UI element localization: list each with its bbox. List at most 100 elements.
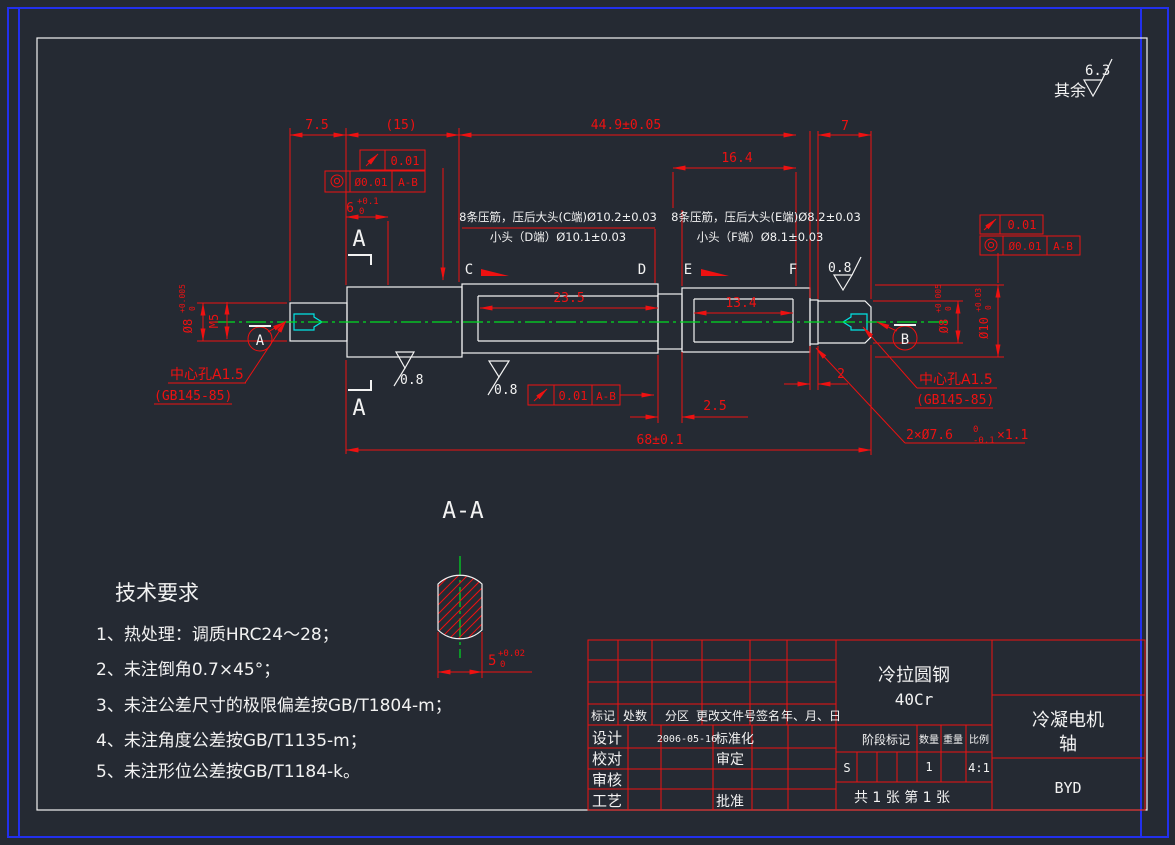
fcf-datums: A-B [398,176,418,189]
default-roughness: 其余 6.3 [1054,58,1113,100]
rib-notes: 8条压筋，压后大头(C端)Ø10.2±0.03 小头（D端）Ø10.1±0.03… [459,210,861,244]
svg-text:0: 0 [944,306,953,311]
runout-icon [533,388,548,402]
part-name: 冷凝电机 [1032,710,1104,731]
fcf-value: Ø0.01 [354,176,387,189]
title-block-grid [587,639,1146,811]
fcf-datums: A-B [1053,240,1073,253]
svg-text:0.8: 0.8 [400,373,423,388]
svg-text:+0.03: +0.03 [974,288,983,312]
runout-icon [365,153,379,167]
datum-a: A [247,325,273,352]
svg-text:数量: 数量 [919,733,939,746]
groove-note: 2×Ø7.6 [906,428,953,443]
cut-label-top: A [352,227,365,252]
svg-text:0.8: 0.8 [494,383,517,398]
svg-text:阶段标记: 阶段标记 [862,732,910,747]
svg-text:23.5: 23.5 [553,291,584,306]
center-hole-note-left: 中心孔A1.5 [170,367,244,383]
svg-text:标准化: 标准化 [715,732,754,747]
svg-text:Ø8: Ø8 [937,319,951,333]
svg-text:轴: 轴 [1059,734,1077,755]
section-flat-dim: 5 [488,653,496,669]
svg-text:F: F [789,262,797,278]
roughness-icon [487,360,511,379]
svg-text:M5: M5 [207,314,221,328]
dia-right-large: Ø10 +0.03 0 [974,288,993,339]
svg-text:(15): (15) [385,118,416,133]
svg-text:×1.1: ×1.1 [997,428,1028,443]
svg-text:0: 0 [973,425,978,435]
runout-icon [983,218,997,231]
tech-item: 2、未注倒角0.7×45°； [96,660,280,680]
svg-text:S: S [843,761,850,775]
svg-text:7.5: 7.5 [305,118,328,133]
section-view: 5 +0.02 0 A-A [437,498,532,678]
svg-text:Ø10: Ø10 [977,317,991,339]
fcf-value: 0.01 [391,154,420,168]
tech-requirements: 技术要求 1、热处理：调质HRC24～28； 2、未注倒角0.7×45°； 3、… [96,581,452,782]
svg-text:审定: 审定 [716,752,744,768]
svg-text:-0.1: -0.1 [973,436,995,446]
svg-text:D: D [638,262,646,278]
concentricity-icon [984,238,998,252]
center-hole-note-right: 中心孔A1.5 [919,372,993,388]
leaders [154,227,1025,444]
svg-text:8条压筋，压后大头(E端)Ø8.2±0.03: 8条压筋，压后大头(E端)Ø8.2±0.03 [671,210,861,224]
tech-item: 4、未注角度公差按GB/T1135-m； [96,731,367,751]
svg-text:6: 6 [346,201,354,216]
svg-text:0: 0 [984,305,993,310]
datum-b: B [892,324,918,351]
svg-text:工艺: 工艺 [592,792,622,810]
centerlines [215,321,952,658]
svg-text:1: 1 [925,760,932,774]
svg-text:0.8: 0.8 [828,261,851,276]
svg-text:+0.005: +0.005 [178,284,187,313]
material: 冷拉圆钢 [878,665,950,686]
datum-label: A [256,333,265,349]
svg-text:重量: 重量 [943,733,963,746]
sheet-count: 共 1 张 第 1 张 [854,789,950,806]
tech-title: 技术要求 [115,581,199,605]
svg-text:设计: 设计 [592,729,622,747]
svg-text:16.4: 16.4 [721,151,752,166]
svg-text:小头（D端）Ø10.1±0.03: 小头（D端）Ø10.1±0.03 [490,230,626,244]
concentricity-icon [330,174,344,188]
svg-text:其余: 其余 [1054,81,1086,100]
section-title: A-A [442,498,484,524]
dimension-texts: 7.5 (15) 44.9±0.05 7 16.4 23.5 13.4 2.5 … [154,118,1028,448]
svg-text:68±0.1: 68±0.1 [637,433,684,448]
svg-text:0: 0 [188,306,197,311]
svg-text:7: 7 [841,119,849,134]
dia-right-small: Ø8 +0.005 0 [934,284,953,333]
svg-text:Ø8: Ø8 [181,319,195,333]
svg-text:2006-05-16: 2006-05-16 [657,734,717,745]
svg-text:8条压筋，压后大头(C端)Ø10.2±0.03: 8条压筋，压后大头(C端)Ø10.2±0.03 [459,210,657,224]
svg-text:校对: 校对 [592,750,622,768]
svg-text:+0.1: +0.1 [357,197,379,207]
taper-icon [481,269,509,276]
roughness-marks: 0.8 0.8 0.8 [393,256,862,398]
datum-label: B [901,332,909,348]
svg-text:签名: 签名 [756,708,780,723]
tech-item: 5、未注形位公差按GB/T1184-k。 [96,762,360,782]
fcf-bottom: 0.01 A-B [527,384,621,406]
svg-text:分区: 分区 [665,709,689,723]
svg-text:比例: 比例 [969,733,989,746]
fcf-value: Ø0.01 [1008,240,1041,253]
svg-text:40Cr: 40Cr [895,690,934,709]
svg-text:更改文件号: 更改文件号 [696,708,756,723]
title-block: 标记 处数 分区 更改文件号 签名 年、月、日 设计 校对 审核 工艺 2006… [587,639,1146,811]
extension-lines [197,128,1004,455]
svg-text:(GB145-85): (GB145-85) [154,389,232,404]
cutting-plane: A A [348,227,372,421]
taper-icon [701,269,729,276]
fcf-value: 0.01 [1008,218,1037,232]
svg-text:批准: 批准 [716,794,744,810]
svg-text:13.4: 13.4 [725,296,756,311]
roughness-icon [1082,79,1104,98]
svg-text:年、月、日: 年、月、日 [781,709,841,723]
roughness-icon [394,351,416,370]
